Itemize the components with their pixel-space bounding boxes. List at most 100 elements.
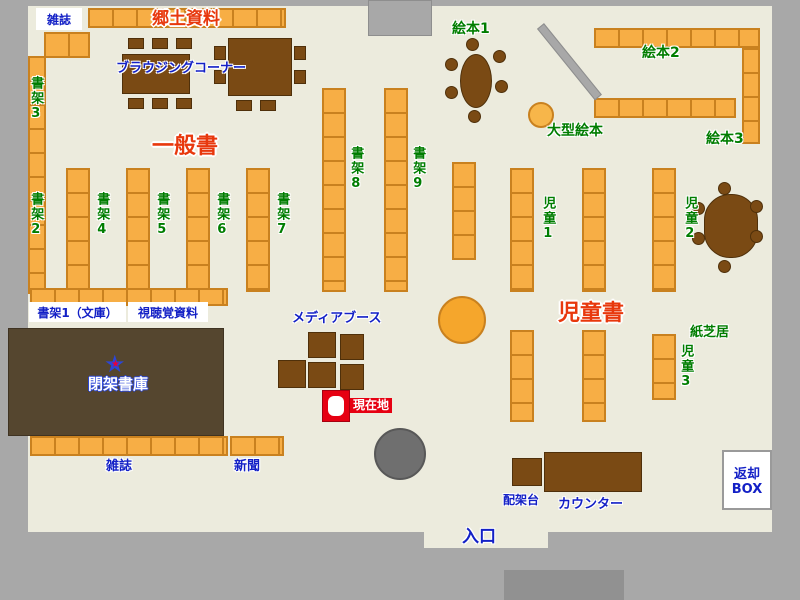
browsing-table-2 [228, 38, 292, 96]
audio-visual-label: 視聴覚資料 [137, 305, 198, 320]
children-table [704, 194, 758, 258]
chair [493, 50, 506, 63]
center-round-table [438, 296, 486, 344]
browsing-corner-label: ブラウジングコーナー [116, 61, 247, 76]
shelf-6-label: 書架6 [214, 192, 230, 239]
entrance-gap [424, 532, 548, 548]
chair [152, 98, 168, 109]
audio-visual-box: 視聴覚資料 [128, 302, 208, 322]
shelf-5-unit [126, 168, 150, 292]
shelf-3-label: 書架3 [28, 76, 44, 123]
magazines-top-label: 雑誌 [46, 12, 71, 27]
chair [152, 38, 168, 49]
media-booth-seat [308, 362, 336, 388]
chair [214, 46, 226, 60]
chair [692, 232, 705, 245]
counter-label: カウンター [558, 497, 624, 512]
sorting-stand-label: 配架台 [503, 493, 540, 507]
counter-desk [544, 452, 642, 492]
media-booth-label: メディアブース [292, 311, 382, 326]
return-box: 返却 BOX [722, 450, 772, 510]
chair [445, 58, 458, 71]
shelf-8-label: 書架8 [348, 146, 364, 193]
shelf-4-label: 書架4 [94, 192, 110, 239]
magazines-top-box: 雑誌 [36, 8, 82, 30]
local-materials-label: 郷土資料 [152, 9, 220, 29]
shelf-children-mid-unit [582, 168, 606, 292]
shelf-top-right-wall [594, 28, 760, 48]
children-1-label: 児童1 [540, 196, 556, 243]
shelf-children-lower-2 [582, 330, 606, 422]
kamishibai-label: 紙芝居 [690, 325, 730, 340]
current-location-label: 現在地 [350, 398, 393, 414]
shelf-1-bunko-label: 書架1（文庫） [37, 305, 118, 320]
current-location-marker [322, 390, 350, 422]
entrance-label: 入口 [462, 527, 496, 547]
chair [718, 182, 731, 195]
chair [445, 86, 458, 99]
shelf-9-unit [384, 88, 408, 292]
shelf-magazines-bottom [30, 436, 228, 456]
chair [750, 230, 763, 243]
shelf-9-label: 書架9 [410, 146, 426, 193]
chair [294, 70, 306, 84]
chair [718, 260, 731, 273]
closed-stacks-star-icon: ★★ [104, 350, 126, 378]
chair [260, 100, 276, 111]
shelf-children-3-unit [652, 334, 676, 400]
chair [495, 80, 508, 93]
shelf-right-wall [742, 48, 760, 144]
shelf-children-2-unit [652, 168, 676, 292]
media-booth-seat [340, 364, 364, 390]
entrance-step [504, 570, 624, 600]
pillar-column [374, 428, 426, 480]
chair [692, 202, 705, 215]
chair [214, 70, 226, 84]
shelf-5-label: 書架5 [154, 192, 170, 239]
shelf-4-unit [66, 168, 90, 292]
children-2-label: 児童2 [682, 196, 698, 243]
return-box-label-line2: BOX [731, 482, 763, 497]
closed-stacks-label: 閉架書庫 [88, 375, 149, 393]
shelf-7-unit [246, 168, 270, 292]
children-3-label: 児童3 [678, 344, 694, 391]
closed-stacks-area [8, 328, 224, 436]
picture-books-1-label: 絵本1 [452, 21, 490, 37]
shelf-local-materials [88, 8, 286, 28]
picture-books-2-label: 絵本2 [642, 45, 680, 61]
chair [294, 46, 306, 60]
shelf-1-bunko-box: 書架1（文庫） [29, 302, 126, 322]
magazines-bottom-label: 雑誌 [106, 459, 133, 474]
general-books-label: 一般書 [152, 134, 219, 159]
chair [176, 38, 192, 49]
chair [750, 200, 763, 213]
children-books-label: 児童書 [558, 301, 625, 326]
sorting-stand-desk [512, 458, 542, 486]
picture-books-table [460, 54, 492, 108]
chair [236, 100, 252, 111]
newspapers-label: 新聞 [234, 459, 261, 474]
shelf-children-lower-1 [510, 330, 534, 422]
shelf-magazines-top [44, 32, 90, 58]
browsing-table-1 [122, 54, 190, 94]
shelf-8-unit [322, 88, 346, 292]
current-location-kiosk-icon [328, 396, 344, 416]
shelf-children-1-unit [510, 168, 534, 292]
shelf-6-unit [186, 168, 210, 292]
shelf-2-label: 書架2 [28, 192, 44, 239]
media-booth-seat [278, 360, 306, 388]
shelf-7-label: 書架7 [274, 192, 290, 239]
chair [468, 110, 481, 123]
large-picture-books-label: 大型絵本 [547, 123, 603, 139]
shelf-newspapers [230, 436, 284, 456]
shelf-picture-books-2 [594, 98, 736, 118]
chair [128, 98, 144, 109]
shelf-center-unit [452, 162, 476, 260]
chair [128, 38, 144, 49]
chair [466, 38, 479, 51]
media-booth-seat [340, 334, 364, 360]
picture-books-3-label: 絵本3 [706, 131, 744, 147]
return-box-label-line1: 返却 [733, 467, 760, 482]
large-picture-books-table [528, 102, 554, 128]
